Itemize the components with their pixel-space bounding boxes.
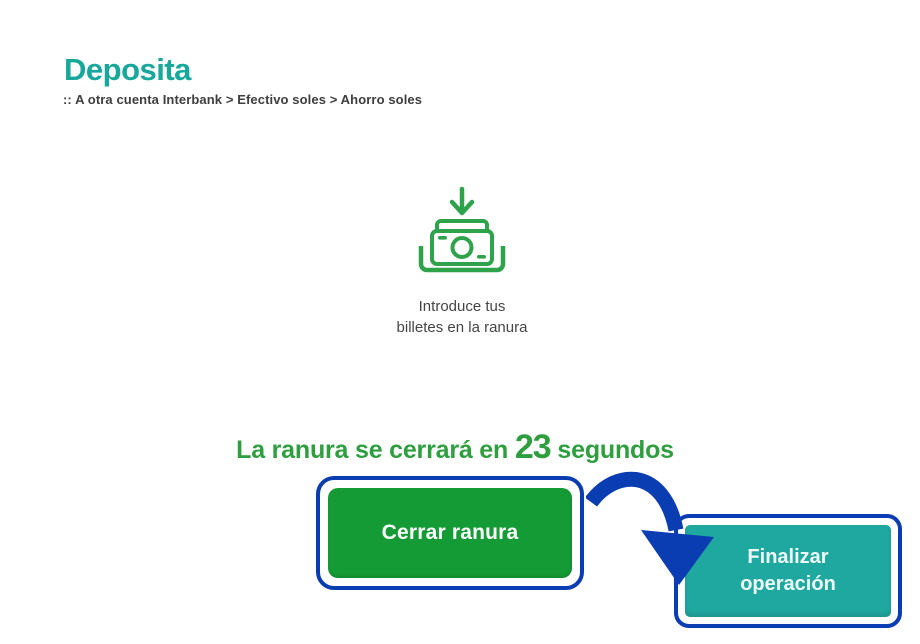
deposit-instruction: Introduce tus billetes en la ranura [362,296,562,338]
countdown-suffix: segundos [557,436,674,464]
finish-operation-label-line-1: Finalizar [747,546,829,568]
curved-arrow-icon [584,466,726,603]
finish-operation-label-line-2: operación [740,573,836,595]
breadcrumb: :: A otra cuenta Interbank > Efectivo so… [63,92,423,107]
deposit-instruction-line-2: billetes en la ranura [396,319,528,336]
page-title: Deposita [64,52,191,87]
countdown-seconds: 23 [514,428,552,466]
close-slot-button[interactable]: Cerrar ranura [328,488,572,578]
close-slot-highlight-box: Cerrar ranura [316,476,584,590]
finish-operation-highlight-box: Finalizar operación [674,514,902,628]
finish-operation-button[interactable]: Finalizar operación [685,525,891,617]
deposit-instruction-line-1: Introduce tus [418,298,506,315]
countdown-message: La ranura se cerrará en 23 segundos [0,428,910,467]
banknote-deposit-slot-icon [362,186,562,290]
countdown-prefix: La ranura se cerrará en [236,436,509,464]
deposit-illustration: Introduce tus billetes en la ranura [362,186,562,338]
